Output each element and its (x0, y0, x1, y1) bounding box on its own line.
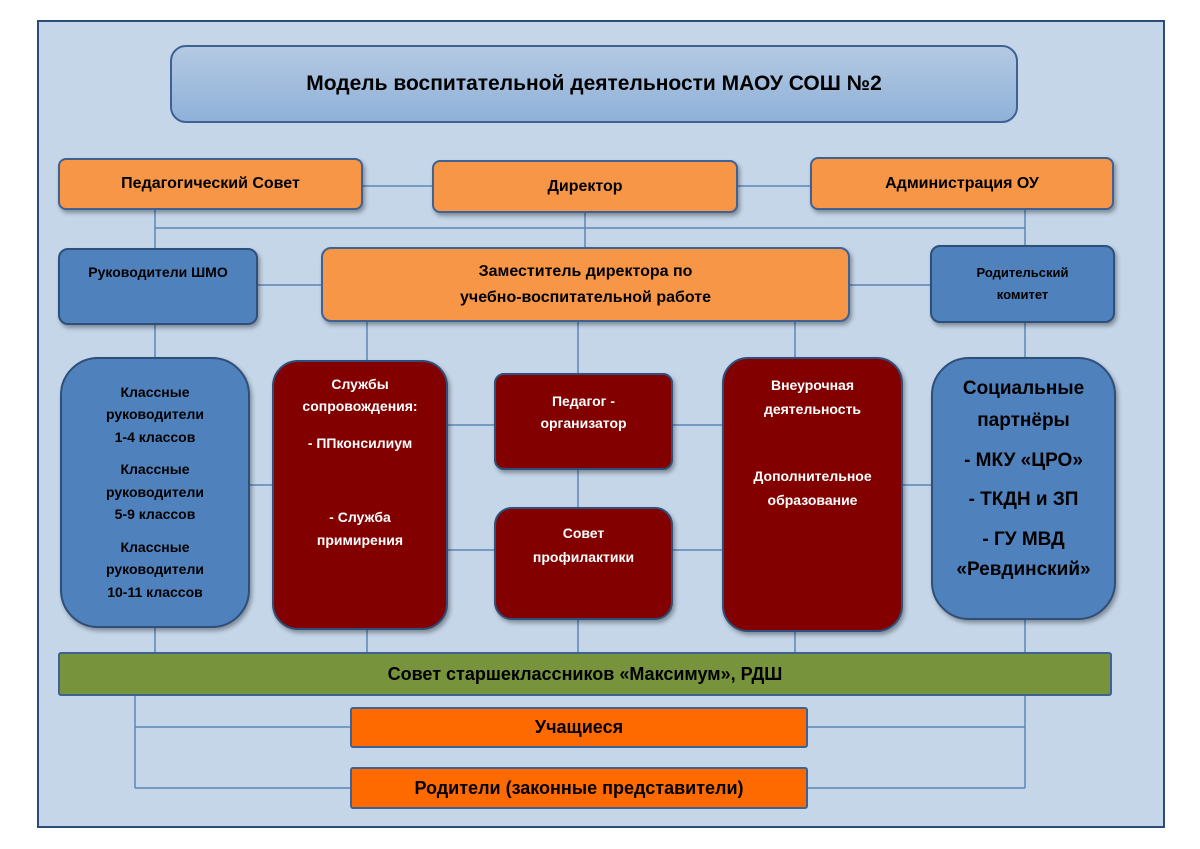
social-partners-title-2: партнёры (977, 409, 1070, 431)
pedagogue-organizer-box: Педагог - организатор (494, 373, 673, 470)
social-partner-cro: - МКУ «ЦРО» (964, 449, 1083, 471)
class-leaders-1-line-1: Классные (120, 383, 190, 400)
shmo-leaders-label: Руководители ШМО (88, 264, 228, 280)
parent-committee-line-2: комитет (996, 287, 1049, 302)
class-leaders-2-line-1: Классные (120, 461, 190, 478)
support-services-title-1: Службы (331, 376, 389, 392)
shmo-leaders-box: Руководители ШМО (58, 248, 258, 325)
senior-council-label: Совет старшеклассников «Максимум», РДШ (387, 663, 783, 684)
pedagogical-council-label: Педагогический Совет (121, 175, 300, 192)
director-box: Директор (432, 160, 738, 213)
social-partner-mvd-1: - ГУ МВД (982, 529, 1065, 550)
support-services-item-ppk: - ППконсилиум (307, 435, 413, 451)
support-services-title-2: сопровождения: (302, 397, 418, 414)
class-leaders-group-1-4: Классные руководители 1-4 классов (106, 384, 204, 447)
prevention-council-line-1: Совет (562, 525, 605, 541)
administration-label: Администрация ОУ (885, 174, 1039, 192)
additional-education-line-1: Дополнительное (753, 468, 872, 484)
extracurricular-line-1: Внеурочная (770, 377, 855, 393)
students-label: Учащиеся (534, 717, 624, 738)
class-leaders-2-line-3: 5-9 классов (114, 506, 196, 523)
class-leaders-box: Классные руководители 1-4 классов Классн… (60, 357, 250, 628)
class-leaders-2-line-2: руководители (106, 483, 204, 500)
prevention-council-box: Совет профилактики (494, 507, 673, 620)
senior-council-bar: Совет старшеклассников «Максимум», РДШ (58, 652, 1112, 696)
additional-education-line-2: образование (767, 491, 858, 508)
students-box: Учащиеся (350, 707, 808, 748)
social-partner-tkdn: - ТКДН и ЗП (968, 489, 1079, 511)
class-leaders-3-line-2: руководители (106, 561, 204, 578)
social-partners-title-1: Социальные (962, 378, 1085, 399)
parent-committee-box: Родительский комитет (930, 245, 1115, 323)
pedagogue-organizer-line-1: Педагог - (551, 393, 616, 409)
support-services-box: Службы сопровождения: - ППконсилиум - Сл… (272, 360, 448, 630)
pedagogue-organizer-line-2: организатор (540, 414, 627, 431)
class-leaders-3-line-1: Классные (120, 538, 190, 555)
diagram-title-box: Модель воспитательной деятельности МАОУ … (170, 45, 1018, 123)
pedagogical-council-box: Педагогический Совет (58, 158, 363, 210)
class-leaders-1-line-2: руководители (106, 406, 204, 423)
parents-label: Родители (законные представители) (414, 777, 744, 798)
support-services-item-reconciliation-2: примирения (316, 532, 404, 548)
administration-box: Администрация ОУ (810, 157, 1114, 210)
deputy-director-box: Заместитель директора по учебно-воспитат… (321, 247, 850, 322)
extracurricular-box: Внеурочная деятельность Дополнительное о… (722, 357, 903, 632)
social-partner-mvd-2: «Ревдинский» (956, 558, 1091, 580)
class-leaders-group-10-11: Классные руководители 10-11 классов (106, 539, 204, 602)
class-leaders-3-line-3: 10-11 классов (107, 583, 203, 600)
support-services-item-reconciliation-1: - Служба (329, 508, 391, 525)
class-leaders-1-line-3: 1-4 классов (114, 428, 196, 445)
extracurricular-line-2: деятельность (763, 400, 862, 417)
parents-box: Родители (законные представители) (350, 767, 808, 809)
director-label: Директор (547, 177, 623, 195)
social-partners-box: Социальные партнёры - МКУ «ЦРО» - ТКДН и… (931, 357, 1116, 620)
prevention-council-line-2: профилактики (532, 548, 635, 565)
class-leaders-group-5-9: Классные руководители 5-9 классов (106, 461, 204, 524)
deputy-director-line-1: Заместитель директора по (478, 262, 693, 280)
parent-committee-line-1: Родительский (976, 264, 1069, 280)
diagram-title: Модель воспитательной деятельности МАОУ … (306, 71, 882, 95)
deputy-director-line-2: учебно-воспитательной работе (460, 288, 711, 306)
